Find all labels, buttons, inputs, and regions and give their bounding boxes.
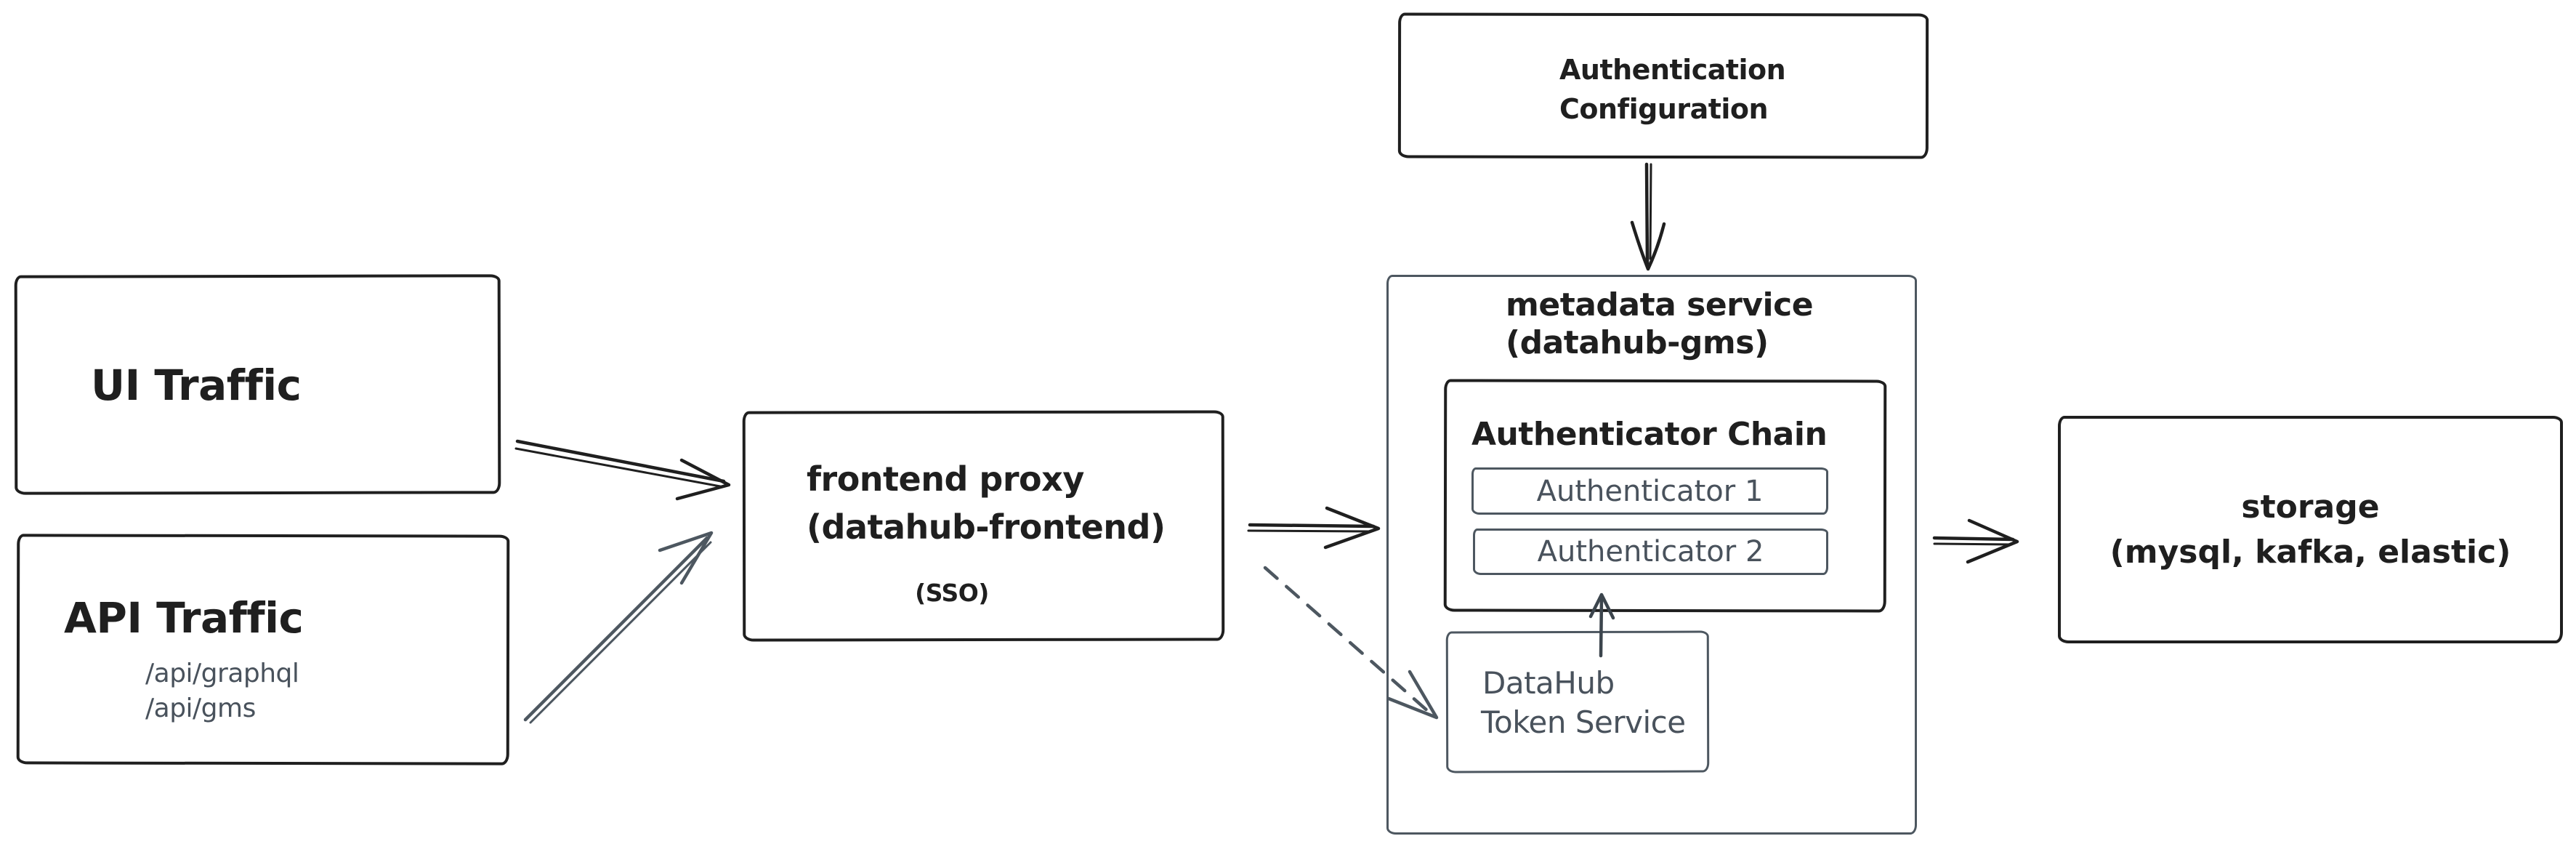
authenticator-chain-title: Authenticator Chain	[1471, 416, 1828, 453]
token-service-line1: DataHub	[1482, 665, 1615, 701]
ui-traffic-title: UI Traffic	[91, 361, 302, 410]
frontend-proxy-sso-note: (SSO)	[915, 579, 989, 607]
metadata-service-title: metadata service	[1506, 286, 1814, 323]
arrow-ui-to-proxy	[514, 439, 731, 501]
arrow-api-to-proxy	[523, 531, 714, 724]
frontend-proxy-subtitle: (datahub-frontend)	[807, 507, 1166, 547]
auth-config-line2: Configuration	[1559, 93, 1769, 125]
token-service-line2: Token Service	[1481, 704, 1686, 740]
metadata-service-subtitle: (datahub-gms)	[1506, 324, 1769, 361]
api-endpoint-gms: /api/gms	[145, 694, 256, 723]
storage-subtitle: (mysql, kafka, elastic)	[2109, 533, 2511, 571]
authenticator-2-box: Authenticator 2	[1473, 528, 1828, 575]
storage-title: storage	[2241, 488, 2380, 526]
api-endpoint-graphql: /api/graphql	[145, 659, 299, 688]
frontend-proxy-title: frontend proxy	[807, 459, 1084, 499]
authenticator-1-box: Authenticator 1	[1471, 467, 1828, 515]
arrow-gms-to-storage	[1932, 518, 2019, 564]
storage-box: storage (mysql, kafka, elastic)	[2058, 416, 2563, 643]
authenticator-2-label: Authenticator 2	[1537, 535, 1764, 568]
arrow-proxy-to-gms	[1247, 506, 1381, 550]
api-traffic-box	[16, 534, 510, 765]
authenticator-1-label: Authenticator 1	[1536, 474, 1764, 508]
arrow-config-to-gms	[1630, 162, 1666, 271]
api-traffic-title: API Traffic	[64, 593, 304, 643]
auth-config-line1: Authentication	[1559, 54, 1786, 86]
